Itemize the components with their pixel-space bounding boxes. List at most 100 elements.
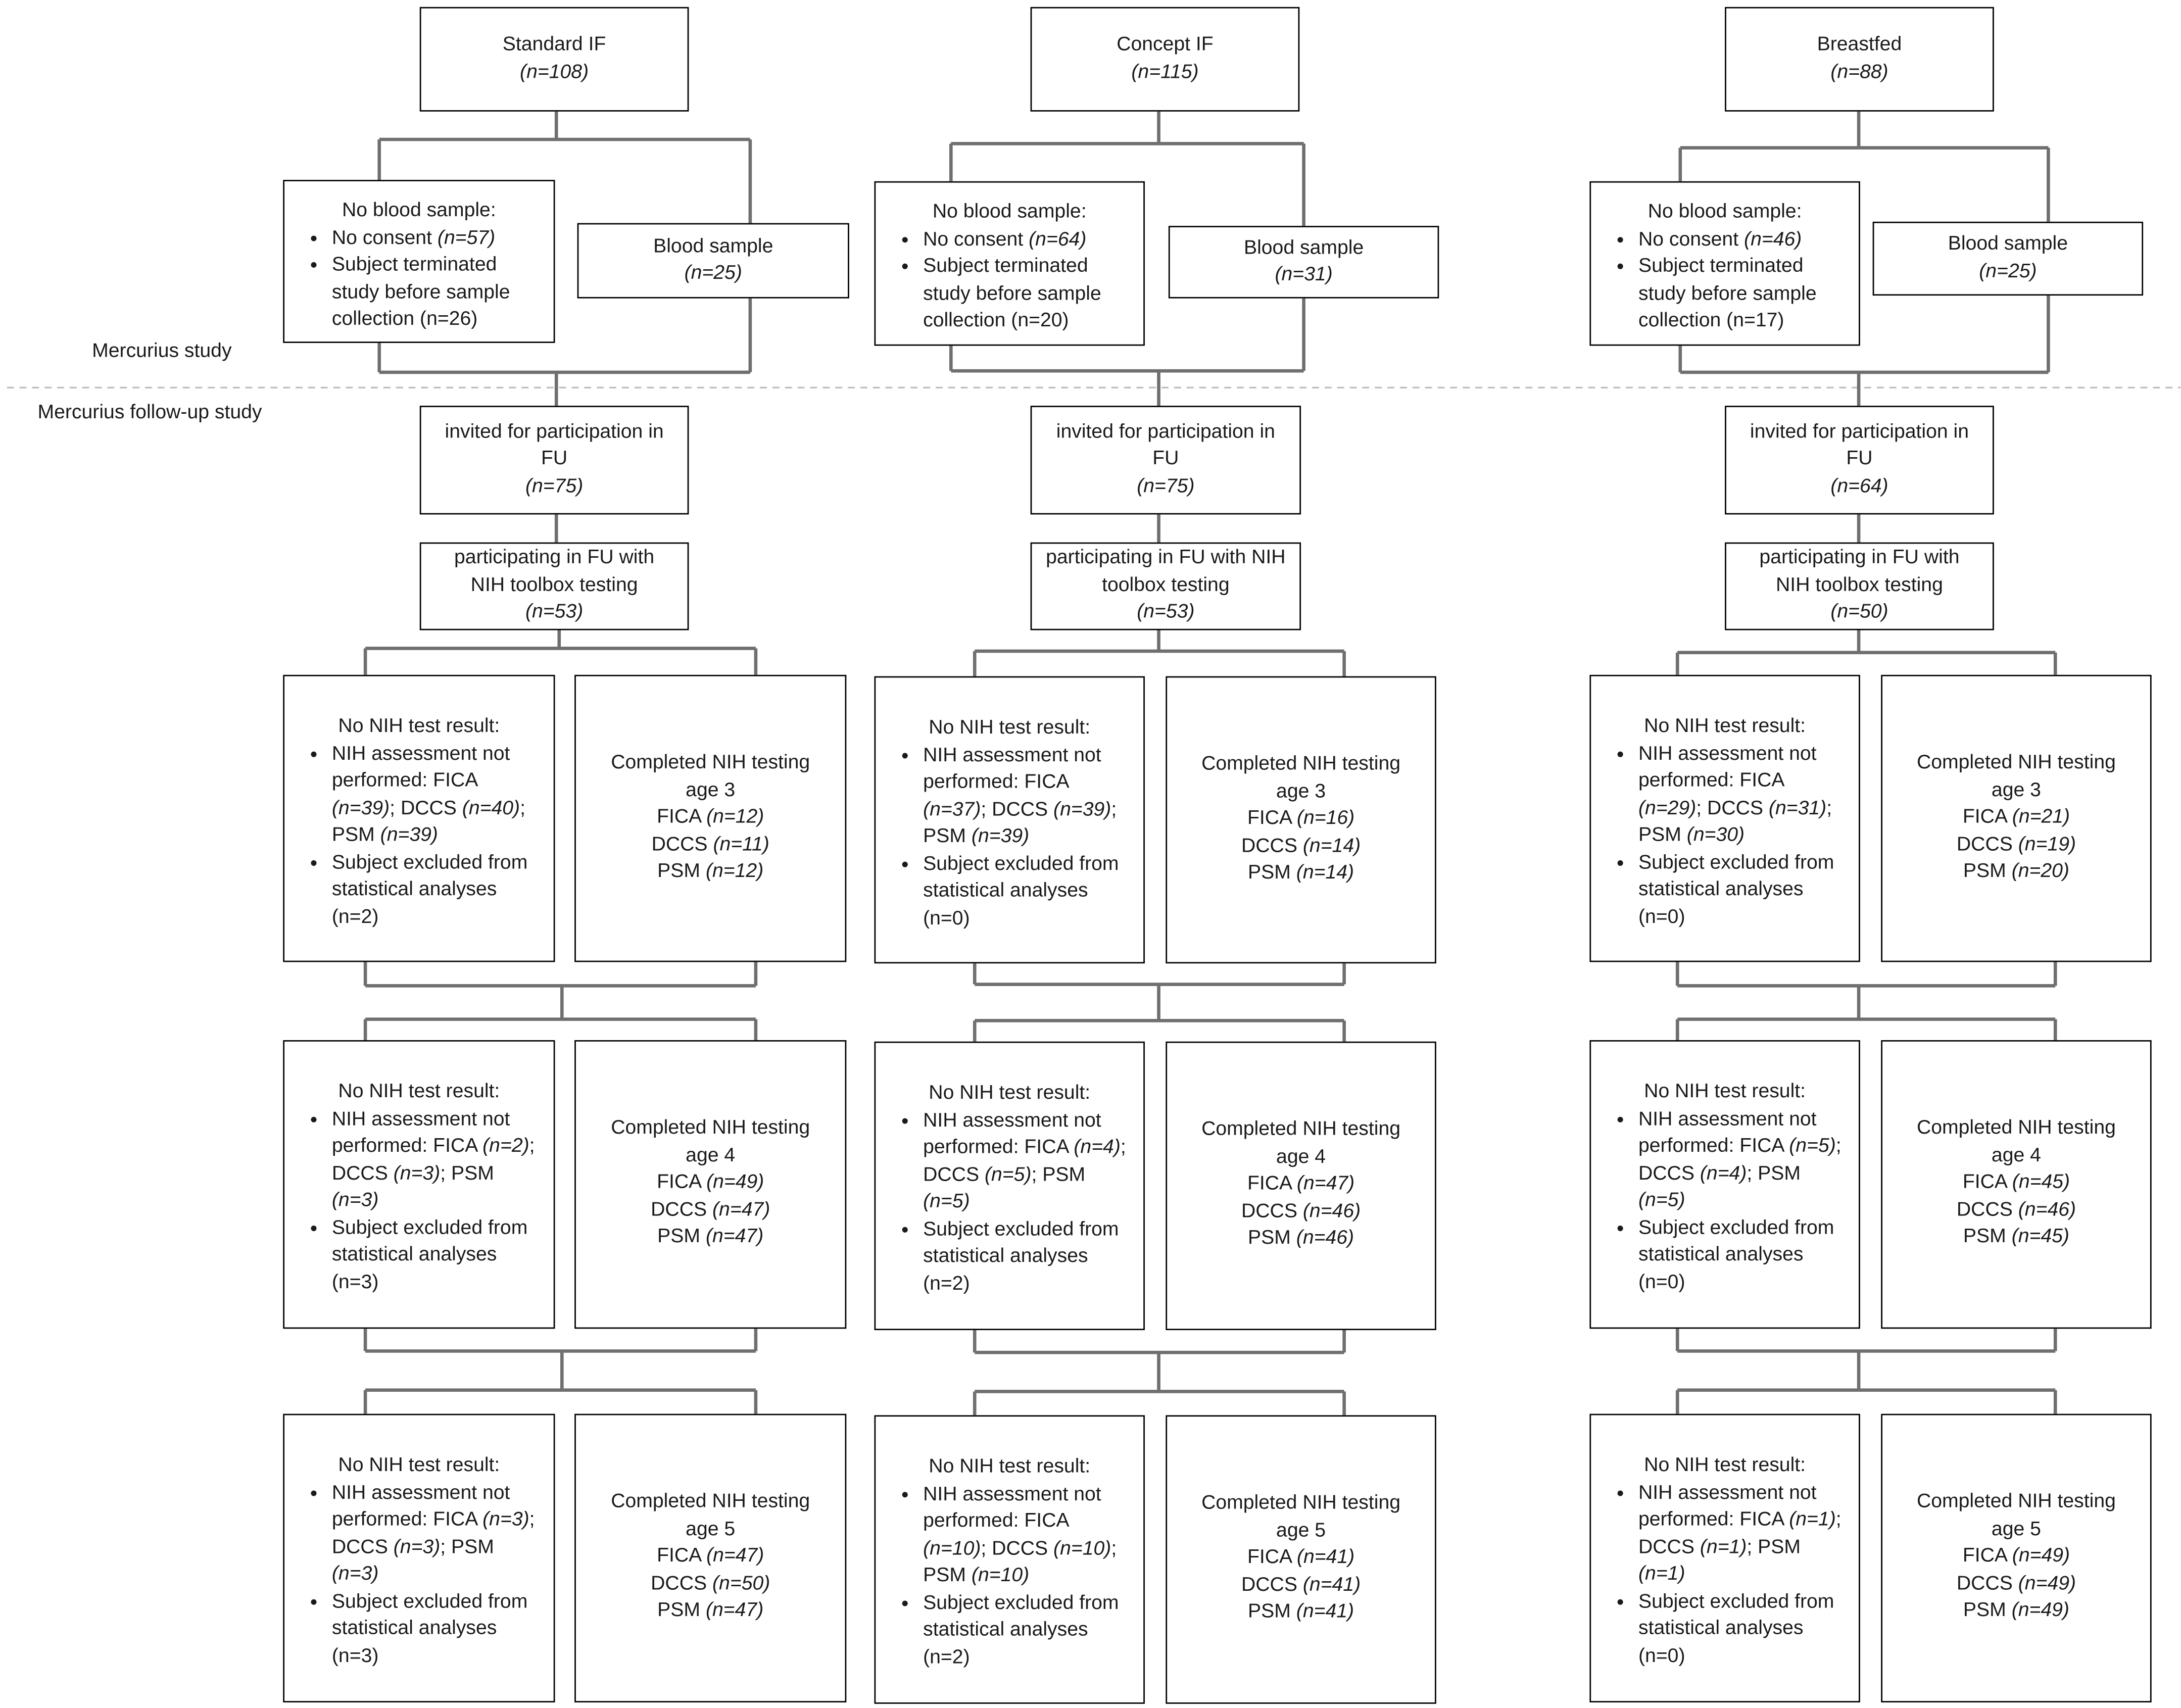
invited-count: (n=75) — [525, 474, 583, 501]
no-nih-heading: No NIH test result: — [338, 715, 500, 738]
text: NIH assessment not performed: — [331, 1107, 510, 1157]
text: PSM — [1758, 1162, 1801, 1185]
text: (n=1) — [1700, 1536, 1747, 1558]
text: Subject excluded from statistical analys… — [331, 851, 528, 901]
participating-count: (n=50) — [1830, 600, 1888, 627]
fica-count: FICA (n=12) — [657, 805, 764, 832]
no-nih-heading: No NIH test result: — [929, 1082, 1091, 1104]
text: NIH assessment not performed: — [1638, 1481, 1817, 1531]
participating-label: participating in FU with NIH toolbox tes… — [454, 547, 655, 597]
text: age 4 — [1276, 1145, 1326, 1168]
text: DCCS — [651, 1198, 707, 1221]
text: (n=75) — [525, 475, 584, 498]
no-nih-list: NIH assessment not performed: FICA (n=4)… — [884, 1108, 1135, 1298]
no-nih-result-box: No NIH test result:NIH assessment not pe… — [874, 676, 1145, 964]
no-nih-list: NIH assessment not performed: FICA (n=37… — [884, 743, 1135, 933]
text: DCCS — [331, 1162, 388, 1185]
no-nih-result-box: No NIH test result:NIH assessment not pe… — [283, 1040, 555, 1329]
text: (n=41) — [1302, 1573, 1361, 1596]
text: Subject excluded from statistical analys… — [923, 1217, 1119, 1267]
text: Completed NIH testing — [1916, 751, 2116, 774]
no-nih-list: NIH assessment not performed: FICA (n=1)… — [1600, 1480, 1851, 1671]
text: No consent — [1638, 228, 1739, 251]
no-nih-list: NIH assessment not performed: FICA (n=2)… — [293, 1106, 546, 1297]
text: (n=25) — [684, 262, 742, 285]
text: FICA — [657, 806, 701, 828]
text: (n=2) — [923, 1272, 970, 1295]
text: FICA — [1024, 1136, 1069, 1159]
invited-box: invited for participation in FU(n=75) — [1030, 406, 1301, 515]
no-nih-heading-row: No NIH test result: — [884, 1454, 1135, 1482]
text: (n=49) — [2011, 1599, 2069, 1622]
text: (n=50) — [1830, 601, 1888, 624]
text: Completed NIH testing — [1201, 1492, 1401, 1515]
text: (n=5) — [1789, 1135, 1836, 1157]
blood-sample-box: Blood sample(n=25) — [1872, 221, 2144, 296]
text: (n=3) — [393, 1536, 441, 1558]
fica-count: FICA (n=41) — [1247, 1545, 1354, 1572]
dccs-count: DCCS (n=49) — [1957, 1571, 2076, 1598]
text: Subject excluded from statistical analys… — [1638, 1590, 1834, 1640]
text: DCCS — [1956, 833, 2013, 856]
not-performed-item: NIH assessment not performed: FICA (n=10… — [923, 1482, 1135, 1590]
excluded-item: Subject excluded from statistical analys… — [332, 850, 545, 931]
text: Completed NIH testing — [1916, 1490, 2116, 1513]
text: DCCS — [992, 1537, 1048, 1560]
text: (n=10) — [971, 1564, 1030, 1587]
text: PSM — [1248, 861, 1291, 884]
text: Subject terminated study before sample c… — [1638, 255, 1817, 332]
blood-sample-box: Blood sample (n=25) — [577, 223, 849, 299]
text: PSM — [1248, 1227, 1291, 1249]
text: (n=0) — [1638, 1644, 1685, 1667]
text: (n=46) — [1302, 1199, 1361, 1223]
no-nih-result-box: No NIH test result:NIH assessment not pe… — [283, 674, 555, 962]
text: PSM — [1042, 1163, 1086, 1186]
participating-count: (n=53) — [525, 600, 583, 627]
text: (n=2) — [331, 905, 379, 928]
text: (n=39) — [1053, 798, 1111, 821]
text: FICA — [1024, 771, 1069, 794]
text: (n=12) — [705, 860, 764, 883]
text: PSM — [1963, 860, 2006, 883]
text: PSM — [331, 824, 375, 847]
no-nih-heading: No NIH test result: — [338, 1454, 500, 1477]
text: FICA — [1024, 1510, 1069, 1533]
dccs-count: DCCS (n=46) — [1957, 1197, 2076, 1224]
text: FICA — [433, 1135, 477, 1157]
no-nih-heading-row: No NIH test result: — [293, 1453, 546, 1480]
blood-sample-count: (n=25) — [1979, 259, 2037, 286]
no-nih-list: NIH assessment not performed: FICA (n=10… — [884, 1482, 1135, 1672]
no-blood-heading: No blood sample: — [342, 199, 496, 222]
text: NIH assessment not performed: — [331, 1481, 510, 1531]
text: (n=3) — [331, 1271, 379, 1293]
text: (n=30) — [1686, 824, 1745, 847]
no-nih-heading: No NIH test result: — [1644, 715, 1806, 738]
not-performed-item: NIH assessment not performed: FICA (n=5)… — [1638, 1106, 1851, 1215]
invited-label: invited for participation in FU — [1750, 420, 1969, 470]
text: (n=20) — [2011, 860, 2069, 883]
text: Blood sample — [1243, 236, 1364, 259]
text: Completed NIH testing — [611, 1116, 810, 1139]
text: (n=20) — [1011, 309, 1069, 332]
terminated-item: Subject terminated study before sample c… — [332, 253, 545, 334]
group-name-row: Breastfed — [1817, 32, 1902, 59]
text: age 5 — [686, 1518, 736, 1540]
invited-label: invited for participation in FU — [1056, 420, 1275, 470]
no-nih-result-box: No NIH test result:NIH assessment not pe… — [1589, 1040, 1860, 1329]
text: Blood sample — [653, 235, 773, 258]
completed-label: Completed NIH testing — [1917, 750, 2116, 777]
text: (n=53) — [525, 601, 584, 624]
blood-sample-count: (n=25) — [685, 261, 742, 288]
psm-count: PSM (n=14) — [1248, 860, 1354, 888]
text: FICA — [1247, 1546, 1292, 1569]
no-nih-heading-row: No NIH test result: — [884, 1081, 1135, 1108]
blood-sample-label: Blood sample — [653, 233, 773, 261]
text: NIH assessment not performed: — [1638, 742, 1817, 792]
text: FICA — [433, 1508, 477, 1531]
fica-count: FICA (n=21) — [1963, 805, 2070, 832]
